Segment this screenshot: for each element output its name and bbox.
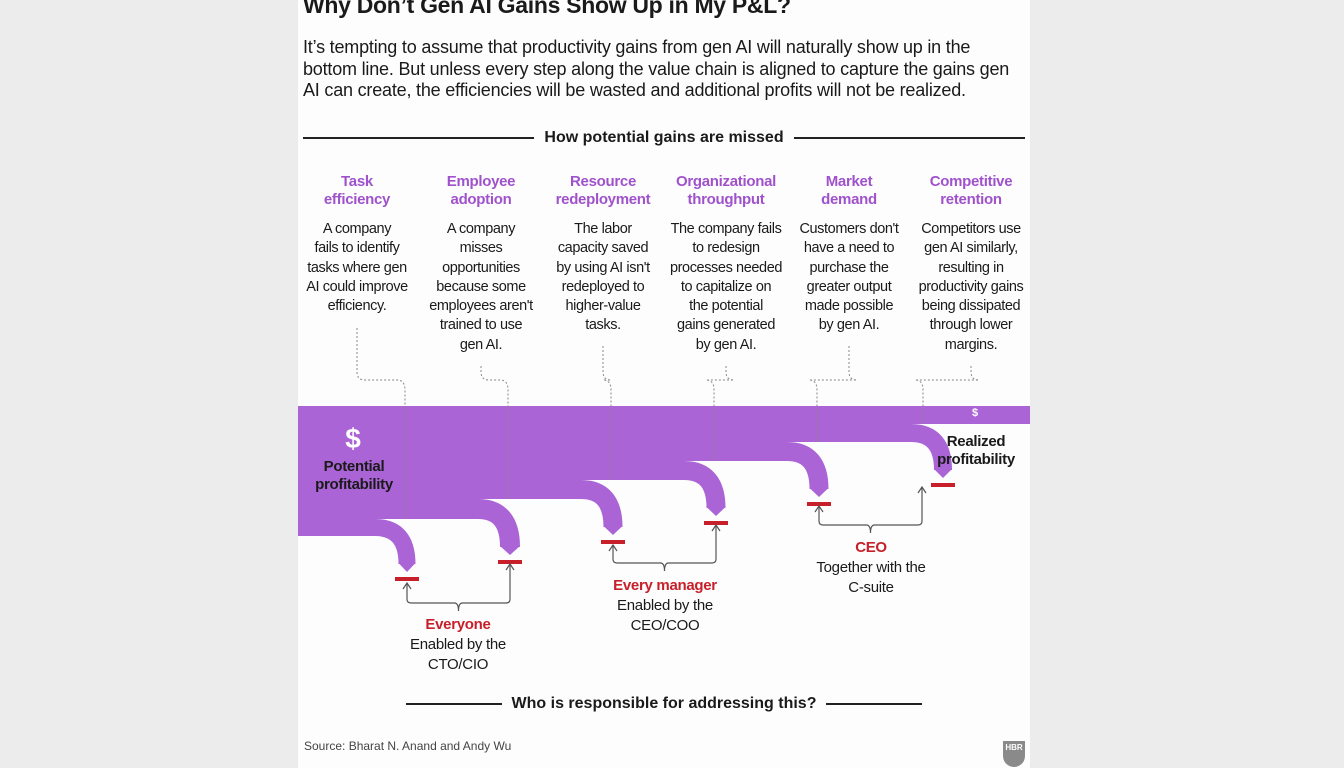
- drop-arrow-tip: [809, 488, 829, 497]
- role-label: CEO: [855, 539, 887, 556]
- column-body: A company fails to identify tasks where …: [306, 221, 408, 315]
- role-subtext: Enabled by the CTO/CIO: [410, 636, 506, 673]
- intro-paragraph: It’s tempting to assume that productivit…: [303, 37, 1010, 100]
- dashed-connector: [808, 346, 858, 442]
- dashed-connector: [705, 366, 735, 461]
- stop-marker: [807, 502, 831, 506]
- divider: [793, 137, 1026, 139]
- flow-diagram: [298, 328, 1030, 612]
- page-title: Why Don’t Gen AI Gains Show Up in My P&L…: [303, 0, 791, 18]
- lost-gain-drop: [460, 499, 520, 548]
- drop-arrow-tip: [934, 469, 952, 478]
- responsible-everyone: Everyone Enabled by the CTO/CIO: [410, 615, 506, 675]
- dashed-connector: [914, 366, 980, 424]
- stop-marker: [498, 560, 522, 564]
- divider: [826, 703, 922, 705]
- responsibility-bracket: [402, 562, 515, 612]
- drop-arrow-tip: [603, 526, 623, 535]
- section-heading-text: How potential gains are missed: [544, 129, 784, 146]
- column-body: A company misses opportunities because s…: [429, 221, 533, 353]
- section-heading-missed: How potential gains are missed: [303, 129, 1026, 147]
- column-title: Task efficiency: [323, 173, 391, 208]
- divider: [406, 703, 502, 705]
- drop-arrow-tip: [500, 546, 520, 555]
- role-label: Every manager: [613, 577, 717, 594]
- dashed-connector: [602, 346, 612, 480]
- column-title: Resource redeployment: [555, 173, 651, 208]
- lost-gain-drop: [893, 424, 952, 471]
- role-label: Everyone: [425, 616, 491, 633]
- stop-marker: [601, 540, 625, 544]
- gain-column: Employee adoption A company misses opport…: [418, 173, 544, 355]
- column-title: Organizational throughput: [676, 173, 776, 208]
- column-title: Competitive retention: [929, 173, 1013, 208]
- realized-profitability-label: Realized profitability: [937, 433, 1015, 468]
- column-title: Market demand: [821, 173, 877, 208]
- column-title: Employee adoption: [446, 173, 516, 208]
- section-heading-responsible: Who is responsible for addressing this?: [406, 695, 922, 713]
- column-body: Competitors use gen AI similarly, result…: [918, 221, 1024, 353]
- column-body: Customers don't have a need to purchase …: [799, 221, 899, 334]
- profit-flow-band: [298, 406, 1030, 536]
- stop-marker: [931, 483, 955, 487]
- responsibility-bracket: [814, 485, 927, 534]
- dollar-icon: $: [345, 423, 361, 454]
- lost-gain-drop: [666, 461, 726, 509]
- stop-marker: [395, 577, 419, 581]
- drop-arrow-tip: [398, 563, 416, 572]
- hbr-logo: HBR: [1003, 741, 1025, 767]
- potential-profitability-label: Potential profitability: [315, 458, 393, 493]
- infographic-panel: Why Don’t Gen AI Gains Show Up in My P&L…: [298, 0, 1030, 768]
- small-dollar-icon: $: [971, 407, 979, 419]
- column-body: The company fails to redesign processes …: [669, 221, 783, 353]
- section-heading-text: Who is responsible for addressing this?: [511, 695, 817, 712]
- source-note: Source: Bharat N. Anand and Andy Wu: [304, 739, 512, 753]
- lost-gain-drop: [357, 519, 416, 565]
- role-subtext: Enabled by the CEO/COO: [617, 597, 713, 634]
- lost-gain-drop: [563, 480, 623, 528]
- responsible-every-manager: Every manager Enabled by the CEO/COO: [613, 576, 717, 636]
- responsible-ceo: CEO Together with the C-suite: [816, 538, 925, 598]
- dashed-connector: [356, 328, 406, 519]
- divider: [303, 137, 535, 139]
- drop-arrow-tip: [706, 507, 726, 516]
- stop-marker: [704, 521, 728, 525]
- role-subtext: Together with the C-suite: [816, 559, 926, 596]
- lost-gain-drop: [769, 442, 829, 490]
- column-body: The labor capacity saved by using AI isn…: [556, 221, 650, 334]
- responsibility-bracket: [608, 523, 721, 572]
- dashed-connector: [480, 366, 509, 499]
- gain-column: Task efficiency A company fails to identi…: [294, 173, 420, 316]
